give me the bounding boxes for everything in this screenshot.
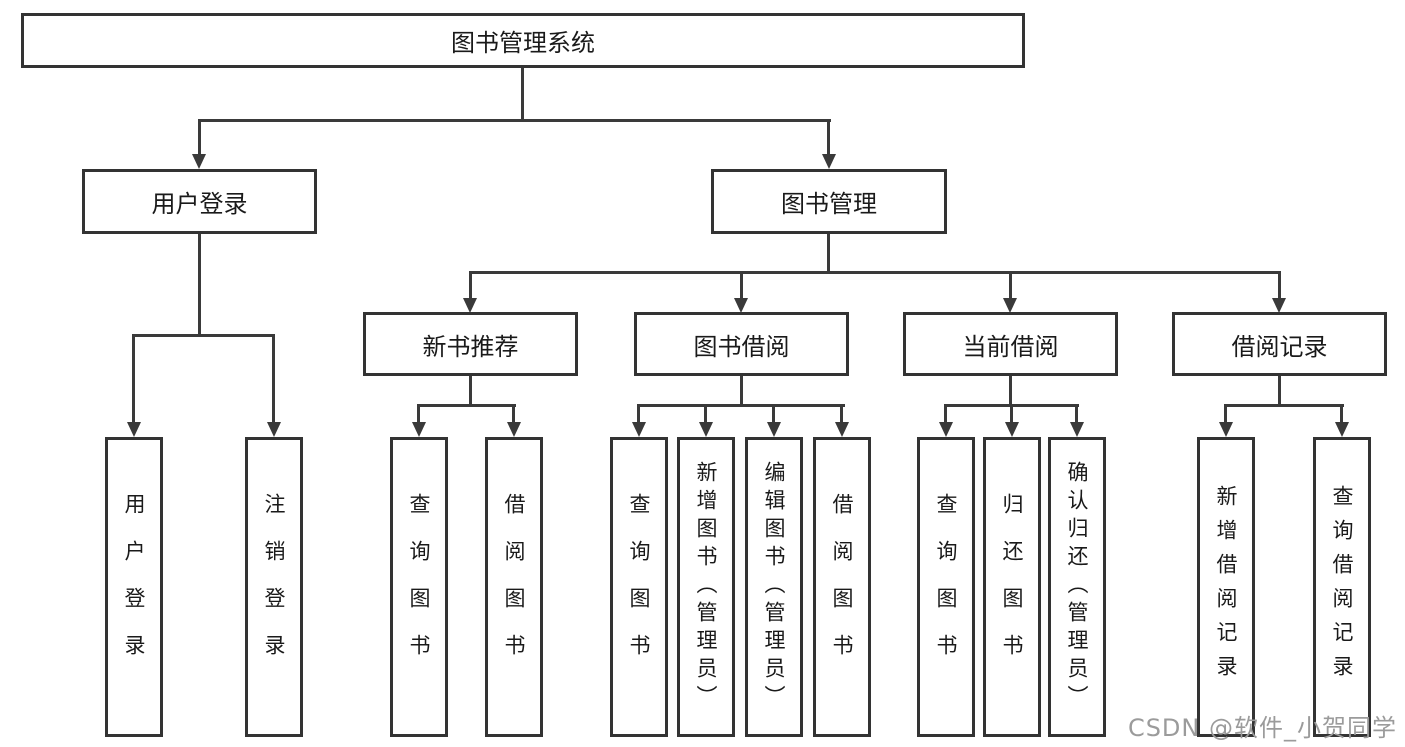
node-borrowing-records: 借阅记录 [1172, 312, 1387, 376]
node-cb-query-books-label: 查询图书 [934, 493, 958, 681]
connector-current-branch [944, 404, 1079, 407]
connector-records-stem [1278, 376, 1281, 406]
arrow-to-br-add-record [1219, 422, 1233, 437]
connector-newbook-branch [417, 404, 516, 407]
node-user-login-action-label: 用户登录 [122, 493, 146, 681]
connector-current-leaf2-stem [1010, 406, 1013, 422]
connector-to-records-stem [1278, 273, 1281, 299]
arrow-to-borrowing-records [1272, 298, 1286, 313]
connector-to-current-stem [1009, 273, 1012, 299]
node-book-borrowing: 图书借阅 [634, 312, 849, 376]
arrow-to-bb-borrow-books [835, 422, 849, 437]
node-book-borrowing-label: 图书借阅 [693, 332, 790, 361]
node-cb-return-books: 归还图书 [983, 437, 1041, 737]
node-library-system: 图书管理系统 [21, 13, 1025, 68]
connector-borrowing-leaf1-stem [637, 406, 640, 422]
connector-root-stem [521, 68, 524, 121]
connector-records-leaf1-stem [1224, 406, 1227, 422]
connector-to-newbook-stem [469, 273, 472, 299]
node-library-system-label: 图书管理系统 [451, 29, 595, 57]
arrow-to-cb-confirm-return [1070, 422, 1084, 437]
arrow-to-user-login-leaf [127, 422, 141, 437]
node-cb-query-books: 查询图书 [917, 437, 975, 737]
node-bb-edit-books-admin-label: 编辑图书（管理员） [762, 461, 786, 713]
node-br-add-record-label: 新增借阅记录 [1214, 485, 1238, 689]
arrow-to-logout-leaf [267, 422, 281, 437]
node-bb-borrow-books-label: 借阅图书 [830, 493, 854, 681]
node-br-query-record-label: 查询借阅记录 [1330, 485, 1354, 689]
arrow-to-br-query-record [1335, 422, 1349, 437]
connector-borrowing-leaf4-stem [840, 406, 843, 422]
arrow-to-nb-query-books [412, 422, 426, 437]
node-new-book-recommend: 新书推荐 [363, 312, 578, 376]
arrow-to-bb-edit-books [767, 422, 781, 437]
connector-borrowing-leaf2-stem [704, 406, 707, 422]
connector-borrowing-branch [637, 404, 845, 407]
connector-borrowing-stem [740, 376, 743, 406]
node-book-management-label: 图书管理 [781, 190, 877, 218]
node-cb-confirm-return-admin: 确认归还（管理员） [1048, 437, 1106, 737]
node-user-login: 用户登录 [82, 169, 317, 234]
arrow-to-book-borrowing [734, 298, 748, 313]
connector-root-to-books-stem [827, 121, 830, 155]
connector-borrowing-leaf3-stem [772, 406, 775, 422]
node-bb-query-books-label: 查询图书 [627, 493, 651, 681]
arrow-to-bb-add-books [699, 422, 713, 437]
connector-newbook-stem [469, 376, 472, 406]
node-bb-add-books-admin: 新增图书（管理员） [677, 437, 735, 737]
arrow-to-cb-return-books [1005, 422, 1019, 437]
node-br-query-record: 查询借阅记录 [1313, 437, 1371, 737]
arrow-to-user-login [192, 154, 206, 169]
connector-root-branch [198, 119, 831, 122]
csdn-watermark: CSDN @软件_小贺同学 [1127, 714, 1397, 742]
connector-books-stem [827, 234, 830, 273]
connector-books-branch [469, 271, 1281, 274]
node-logout-action: 注销登录 [245, 437, 303, 737]
connector-newbook-leaf2-stem [512, 406, 515, 422]
node-nb-query-books: 查询图书 [390, 437, 448, 737]
node-book-management: 图书管理 [711, 169, 947, 234]
node-nb-borrow-books-label: 借阅图书 [502, 493, 526, 681]
node-bb-add-books-admin-label: 新增图书（管理员） [694, 461, 718, 713]
connector-login-stem [198, 234, 201, 336]
node-nb-query-books-label: 查询图书 [407, 493, 431, 681]
connector-login-leaf1-stem [132, 336, 135, 424]
connector-login-branch [132, 334, 275, 337]
connector-current-leaf3-stem [1075, 406, 1078, 422]
node-bb-edit-books-admin: 编辑图书（管理员） [745, 437, 803, 737]
node-bb-query-books: 查询图书 [610, 437, 668, 737]
connector-login-leaf2-stem [272, 336, 275, 424]
arrow-to-cb-query-books [939, 422, 953, 437]
connector-root-to-login-stem [198, 121, 201, 155]
connector-records-branch [1224, 404, 1344, 407]
node-cb-return-books-label: 归还图书 [1000, 493, 1024, 681]
arrow-to-nb-borrow-books [507, 422, 521, 437]
arrow-to-current-borrowing [1003, 298, 1017, 313]
node-user-login-action: 用户登录 [105, 437, 163, 737]
connector-newbook-leaf1-stem [417, 406, 420, 422]
arrow-to-bb-query-books [632, 422, 646, 437]
node-borrowing-records-label: 借阅记录 [1231, 332, 1328, 361]
node-nb-borrow-books: 借阅图书 [485, 437, 543, 737]
arrow-to-book-management [822, 154, 836, 169]
node-br-add-record: 新增借阅记录 [1197, 437, 1255, 737]
connector-current-leaf1-stem [944, 406, 947, 422]
node-logout-action-label: 注销登录 [262, 493, 286, 681]
node-current-borrowing-label: 当前借阅 [962, 332, 1059, 361]
node-cb-confirm-return-admin-label: 确认归还（管理员） [1065, 461, 1089, 713]
connector-current-stem [1009, 376, 1012, 406]
connector-to-borrowing-stem [740, 273, 743, 299]
node-bb-borrow-books: 借阅图书 [813, 437, 871, 737]
node-user-login-label: 用户登录 [151, 190, 248, 218]
node-current-borrowing: 当前借阅 [903, 312, 1118, 376]
connector-records-leaf2-stem [1340, 406, 1343, 422]
arrow-to-new-book-recommend [463, 298, 477, 313]
node-new-book-recommend-label: 新书推荐 [422, 332, 519, 361]
